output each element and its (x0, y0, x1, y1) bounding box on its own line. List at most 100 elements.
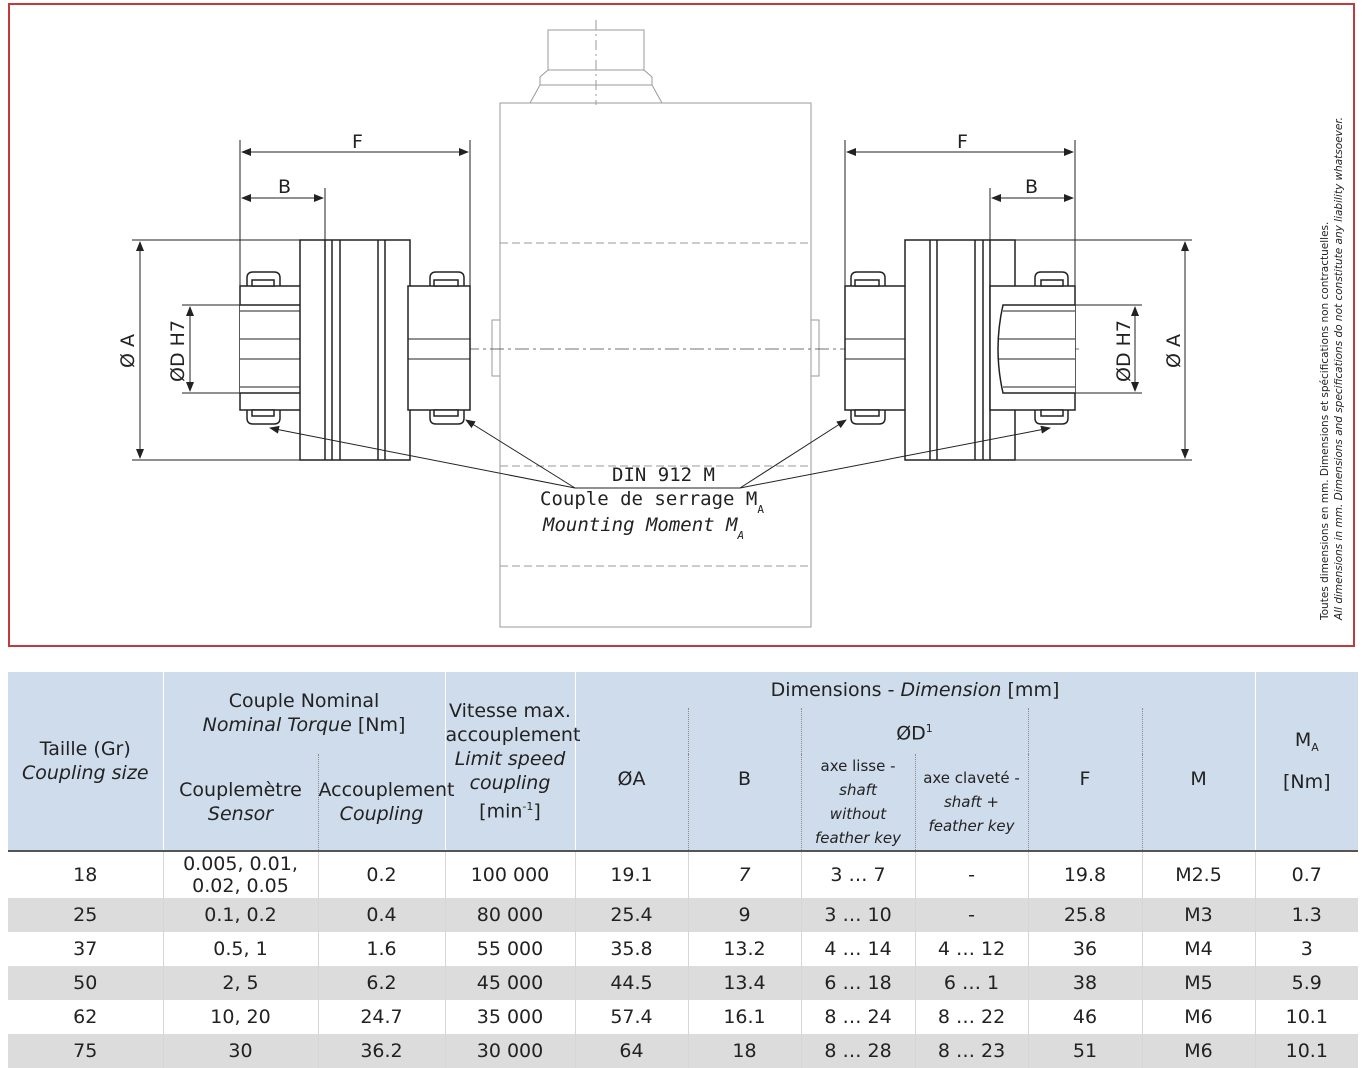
cell-sensor: 2, 5 (162, 966, 318, 1000)
cell-size: 18 (73, 864, 98, 886)
label-a-left: Ø A (117, 334, 139, 368)
cell-sensor: 10, 20 (162, 1000, 318, 1034)
cell-size: 37 (73, 938, 98, 960)
cell-ma: 1.3 (1254, 898, 1359, 932)
cell-a: 19.1 (574, 851, 688, 898)
table-row: 75 30 36.2 30 000 64 18 8 … 28 8 … 23 51… (8, 1034, 1359, 1068)
cell-m: M5 (1141, 966, 1256, 1000)
table-row: 50 2, 5 6.2 45 000 44.5 13.4 6 … 18 6 … … (8, 966, 1359, 1000)
cell-coupling: 24.7 (317, 1000, 445, 1034)
cell-ma: 5.9 (1254, 966, 1359, 1000)
cell-sensor: 30 (162, 1034, 318, 1068)
cell-f: 38 (1027, 966, 1142, 1000)
cell-speed: 35 000 (444, 1000, 575, 1034)
cell-m: M3 (1141, 898, 1256, 932)
header-ma: MA [Nm] (1255, 672, 1359, 852)
header-d-plain: axe lisse - shaft without feather key (801, 754, 916, 852)
cell-m: M6 (1141, 1000, 1256, 1034)
cell-speed: 100 000 (444, 851, 575, 898)
label-f-left: F (352, 131, 363, 153)
label-b-right: B (1025, 176, 1038, 198)
cell-coupling: 36.2 (317, 1034, 445, 1068)
cell-d1: 3 … 10 (800, 898, 915, 932)
spec-table: Taille (Gr) Coupling size Couple Nominal… (8, 672, 1359, 1068)
cell-a: 57.4 (574, 1000, 688, 1034)
label-d-right: ØD H7 (1113, 320, 1135, 382)
cell-coupling: 0.2 (317, 851, 445, 898)
cell-d2: - (914, 898, 1028, 932)
header-sensor: Couplemètre Sensor (163, 754, 319, 852)
cell-d2: 8 … 22 (914, 1000, 1028, 1034)
label-a-right: Ø A (1163, 334, 1185, 368)
svg-text:Couple de serrage MA: Couple de serrage MA (540, 488, 764, 516)
cell-f: 46 (1027, 1000, 1142, 1034)
table-row: 37 0.5, 1 1.6 55 000 35.8 13.2 4 … 14 4 … (8, 932, 1359, 966)
cell-a: 64 (574, 1034, 688, 1068)
header-torque: Couple Nominal Nominal Torque [Nm] (163, 672, 446, 754)
cell-d1: 8 … 28 (800, 1034, 915, 1068)
cell-size: 50 (8, 966, 163, 1000)
sensor-body (491, 20, 820, 628)
cell-ma: 3 (1254, 932, 1359, 966)
side-note-fr: Toutes dimensions en mm. Dimensions et s… (1319, 221, 1331, 620)
cell-speed: 80 000 (444, 898, 575, 932)
cell-b: 13.4 (687, 966, 801, 1000)
side-note-en: All dimensions in mm. Dimensions and spe… (1333, 116, 1345, 620)
cell-b: 13.2 (687, 932, 801, 966)
header-d: ØD1 (801, 708, 1029, 754)
cell-coupling: 0.4 (317, 898, 445, 932)
cell-sensor: 0.5, 1 (162, 932, 318, 966)
cell-d1: 6 … 18 (800, 966, 915, 1000)
cell-a: 35.8 (574, 932, 688, 966)
cell-d2: 6 … 1 (914, 966, 1028, 1000)
cell-m: M4 (1141, 932, 1256, 966)
cell-d2: - (914, 851, 1028, 898)
header-f: F (1028, 708, 1143, 852)
cell-f: 51 (1027, 1034, 1142, 1068)
cell-f: 36 (1027, 932, 1142, 966)
cell-ma: 0.7 (1254, 851, 1359, 898)
cell-coupling: 6.2 (317, 966, 445, 1000)
label-f-right: F (957, 131, 968, 153)
left-coupling (239, 239, 471, 461)
callout-couple: Couple de serrage M (540, 488, 757, 510)
label-d-left: ØD H7 (167, 320, 189, 382)
cell-coupling: 1.6 (317, 932, 445, 966)
cell-size: 62 (73, 1006, 98, 1028)
callout-din: DIN 912 M (612, 464, 715, 486)
cell-b: 16.1 (687, 1000, 801, 1034)
header-dimensions: Dimensions - Dimension [mm] (575, 672, 1256, 708)
header-d-key: axe claveté - shaft + feather key (915, 754, 1029, 852)
cell-speed: 55 000 (444, 932, 575, 966)
cell-ma: 10.1 (1254, 1034, 1359, 1068)
header-a: ØA (575, 708, 689, 852)
header-speed: Vitesse max. accouplement Limit speed co… (445, 672, 580, 852)
cell-m: M2.5 (1141, 851, 1256, 898)
svg-text:Mounting Moment MA: Mounting Moment MA (542, 514, 744, 542)
cell-d1: 4 … 14 (800, 932, 915, 966)
cell-speed: 45 000 (444, 966, 575, 1000)
cell-sensor: 0.005, 0.01, 0.02, 0.05 (162, 851, 318, 898)
cell-speed: 30 000 (444, 1034, 575, 1068)
cell-d1: 3 … 7 (800, 851, 915, 898)
cell-ma: 10.1 (1254, 1000, 1359, 1034)
callout-mounting: Mounting Moment M (542, 514, 738, 536)
dimension-lines (132, 140, 1192, 489)
right-coupling (844, 239, 1076, 461)
cell-f: 19.8 (1027, 851, 1142, 898)
cell-size: 25 (8, 898, 163, 932)
drawing-frame (8, 3, 1355, 647)
header-b: B (688, 708, 802, 852)
cell-a: 25.4 (574, 898, 688, 932)
cell-a: 44.5 (574, 966, 688, 1000)
cell-b: 9 (687, 898, 801, 932)
cell-d1: 8 … 24 (800, 1000, 915, 1034)
header-m: M (1142, 708, 1256, 852)
cell-b: 18 (687, 1034, 801, 1068)
header-coupling: Accouplement Coupling (318, 754, 454, 852)
cell-d2: 8 … 23 (914, 1034, 1028, 1068)
cell-b: 7 (687, 851, 801, 898)
header-size: Taille (Gr) Coupling size (8, 672, 164, 852)
technical-drawing: F B F B Ø A ØD H7 Ø A ØD H7 DIN 912 M Co… (117, 20, 1192, 628)
table-row: 62 10, 20 24.7 35 000 57.4 16.1 8 … 24 8… (8, 1000, 1359, 1034)
